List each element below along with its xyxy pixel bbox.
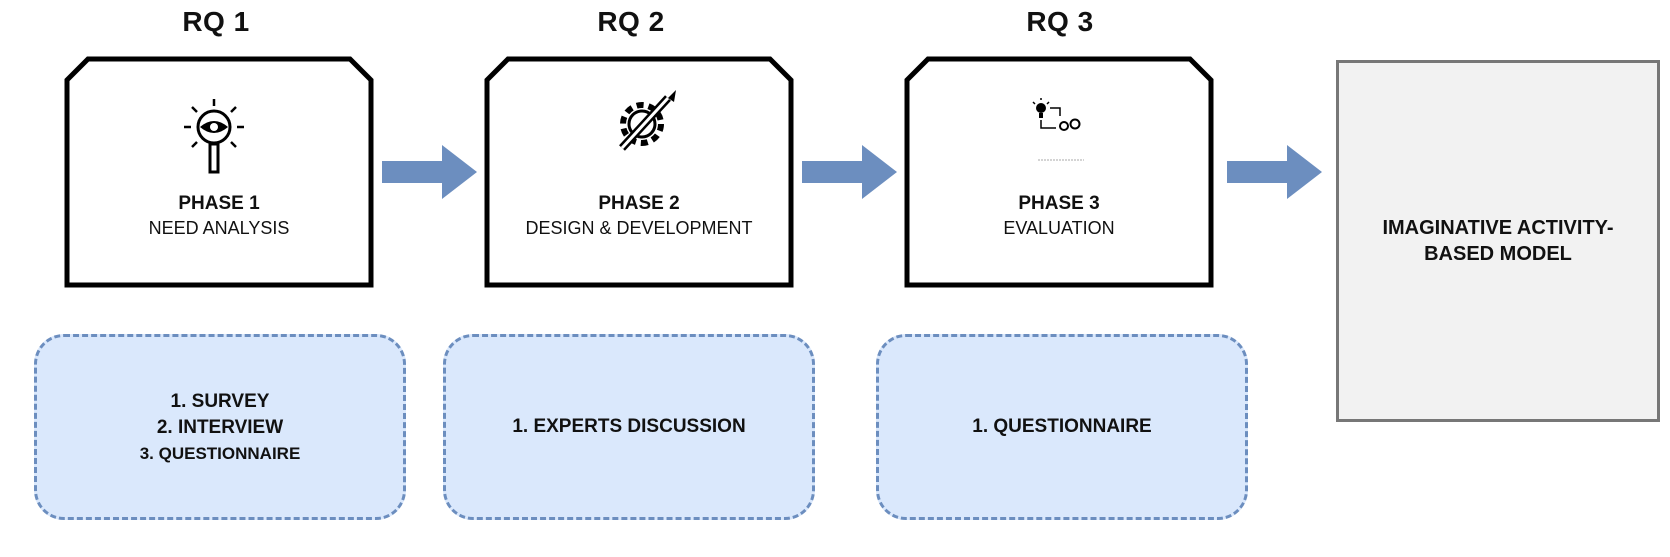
method-item: 1. EXPERTS DISCUSSION [512, 415, 746, 437]
arrow-right-1 [382, 145, 477, 199]
phase-3-text: PHASE 3 EVALUATION [909, 192, 1209, 240]
phase-3-label: PHASE 3 [1018, 193, 1100, 214]
magnifier-eye-icon [184, 99, 244, 174]
phase-2-label: PHASE 2 [598, 193, 680, 214]
phase-1-methods-box: 1. SURVEY 2. INTERVIEW 3. QUESTIONNAIRE [34, 334, 406, 520]
rq-1-label: RQ 1 [182, 6, 250, 37]
method-item: 2. INTERVIEW [156, 417, 284, 439]
phase-1-title: NEED ANALYSIS [148, 217, 290, 238]
phase-1-label: PHASE 1 [178, 193, 260, 214]
method-item: 1. QUESTIONNAIRE [972, 415, 1152, 437]
phase-2-title: DESIGN & DEVELOPMENT [525, 217, 753, 238]
method-item: 1. SURVEY [170, 390, 270, 412]
outcome-model-label: IMAGINATIVE ACTIVITY-BASED MODEL [1382, 217, 1614, 265]
rq-2-label: RQ 2 [597, 6, 665, 37]
outcome-model-box: IMAGINATIVE ACTIVITY-BASED MODEL [1336, 60, 1660, 422]
arrow-right-3 [1227, 145, 1322, 199]
phase-3-methods-box: 1. QUESTIONNAIRE [876, 334, 1248, 520]
rq-3-label: RQ 3 [1026, 6, 1094, 37]
arrow-right-2 [802, 145, 897, 199]
phase-3-box [904, 56, 1214, 288]
phase-2-text: PHASE 2 DESIGN & DEVELOPMENT [489, 192, 789, 240]
phase-2-box [484, 56, 794, 288]
phase-3-title: EVALUATION [1003, 217, 1115, 238]
method-item: 3. QUESTIONNAIRE [139, 443, 301, 463]
gear-pencil-icon [619, 90, 676, 151]
lightbulb-gears-icon [1032, 98, 1084, 161]
phase-2-methods-box: 1. EXPERTS DISCUSSION [443, 334, 815, 520]
phase-1-text: PHASE 1 NEED ANALYSIS [69, 192, 369, 240]
